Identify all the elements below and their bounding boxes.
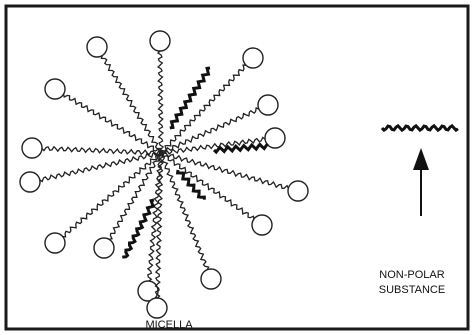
lipid-tail xyxy=(160,136,266,156)
free-nonpolar-molecule xyxy=(380,123,459,133)
diagram-frame xyxy=(4,4,470,331)
lipid-tail xyxy=(146,152,164,282)
lipid-polar-head xyxy=(146,297,168,319)
lipid-polar-head xyxy=(264,127,286,149)
lipid-tail xyxy=(160,151,289,190)
lipid-tail xyxy=(41,145,162,156)
nonpolar-molecule xyxy=(169,66,211,130)
lipid-tail xyxy=(159,153,210,270)
lipid-tail xyxy=(159,64,247,153)
nonpolar-molecule xyxy=(122,198,156,259)
lipid-polar-head xyxy=(242,47,264,69)
lipid-tail xyxy=(62,94,161,155)
lipid-polar-head xyxy=(44,232,66,254)
nonpolar-molecule xyxy=(175,169,206,200)
nonpolar-molecule xyxy=(212,142,269,155)
lipid-tail xyxy=(154,152,164,299)
lipid-polar-head xyxy=(200,268,222,290)
lipid-group xyxy=(19,30,309,319)
lipid-tail xyxy=(39,150,162,183)
lipid-polar-head xyxy=(19,171,41,193)
arrow-head xyxy=(413,148,429,170)
lipid-polar-head xyxy=(44,78,66,100)
lipid-tail xyxy=(100,55,162,155)
lipid-polar-head xyxy=(86,36,108,58)
micella-label: MICELLA xyxy=(145,319,193,331)
lipid-polar-head xyxy=(93,237,115,259)
lipid-polar-head xyxy=(287,180,309,202)
lipid-tail xyxy=(156,50,165,154)
nonpolar-in-micelle-group xyxy=(122,66,269,259)
lipid-polar-head xyxy=(149,30,171,52)
lipid-tail xyxy=(108,153,163,241)
lipid-tail xyxy=(161,151,255,220)
nonpolar-label-line2: SUBSTANCE xyxy=(379,284,445,296)
nonpolar-label-line1: NON-POLAR xyxy=(379,269,444,281)
lipid-polar-head xyxy=(251,214,273,236)
lipid-tail xyxy=(62,153,163,238)
lipid-polar-head xyxy=(21,137,43,159)
lipid-tail xyxy=(160,106,260,155)
lipid-polar-head xyxy=(257,94,279,116)
up-arrow xyxy=(413,148,429,216)
